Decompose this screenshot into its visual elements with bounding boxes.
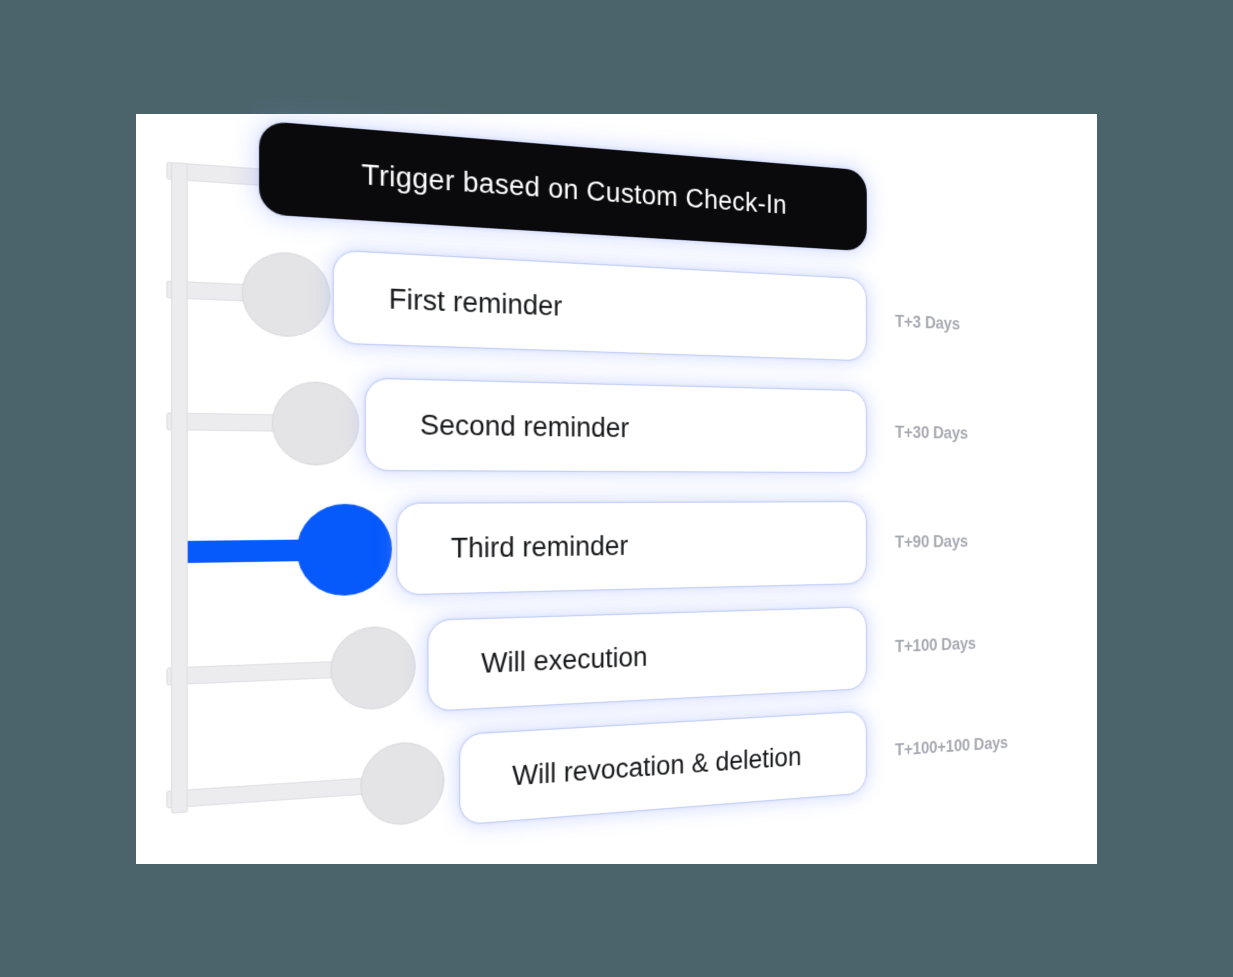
- trigger-pill[interactable]: Trigger based on Custom Check-In: [259, 120, 867, 252]
- step-card[interactable]: Will revocation & deletion: [459, 710, 867, 826]
- step-card[interactable]: Third reminder: [396, 501, 867, 596]
- step-card[interactable]: Will execution: [427, 606, 867, 712]
- step-label: First reminder: [388, 282, 563, 322]
- workflow-diagram: Trigger based on Custom Check-In First r…: [88, 66, 1037, 912]
- step-node[interactable]: [241, 250, 331, 339]
- step-card[interactable]: Second reminder: [364, 377, 867, 474]
- timeline-trunk-line: [171, 162, 188, 814]
- step-label: Third reminder: [450, 530, 629, 564]
- step-label: Will execution: [481, 641, 648, 679]
- white-panel: Trigger based on Custom Check-In First r…: [136, 114, 1097, 864]
- timing-label: T+100 Days: [894, 634, 976, 656]
- active-step-node[interactable]: [296, 503, 392, 597]
- trigger-label: Trigger based on Custom Check-In: [361, 158, 787, 220]
- step-card[interactable]: First reminder: [332, 249, 867, 362]
- timing-label: T+30 Days: [894, 422, 968, 443]
- timing-label: T+100+100 Days: [894, 733, 1008, 760]
- step-node[interactable]: [330, 625, 416, 712]
- timing-label: T+3 Days: [894, 311, 960, 334]
- timing-label: T+90 Days: [894, 531, 968, 552]
- step-label: Will revocation & deletion: [512, 741, 802, 791]
- step-label: Second reminder: [419, 408, 630, 443]
- step-node[interactable]: [271, 380, 360, 466]
- step-node[interactable]: [360, 740, 445, 828]
